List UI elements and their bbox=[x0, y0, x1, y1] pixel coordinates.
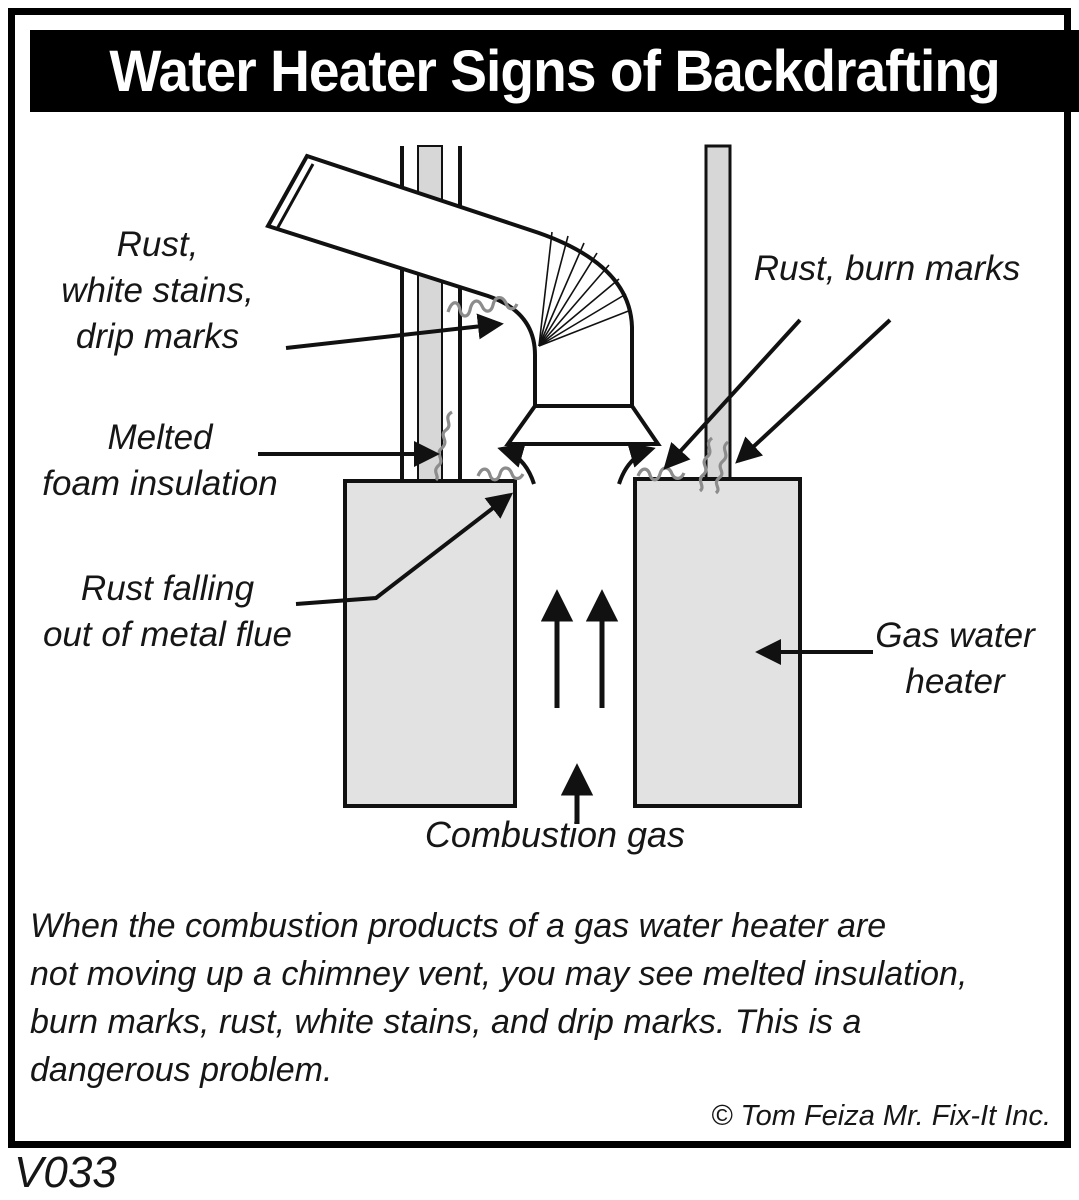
water-pipe-right bbox=[704, 144, 732, 482]
label-rust-stains-line3: drip marks bbox=[75, 317, 240, 356]
draft-hood bbox=[504, 404, 662, 446]
pointer-arrows bbox=[258, 313, 892, 665]
label-rust-burn-line1: Rust, burn marks bbox=[753, 249, 1021, 288]
label-combustion-gas-line1: Combustion gas bbox=[424, 814, 686, 855]
duct-mouth-rim bbox=[275, 163, 315, 230]
rust-squiggle-duct bbox=[446, 296, 519, 318]
label-rust-burn: Rust, burn marks bbox=[722, 246, 1052, 292]
rust-squiggle-chimney bbox=[434, 410, 453, 482]
label-combustion-gas: Combustion gas bbox=[405, 812, 705, 858]
label-melted-foam: Melted foam insulation bbox=[15, 415, 305, 507]
backdraft-arrow-left bbox=[497, 442, 536, 485]
label-rust-stains: Rust, white stains, drip marks bbox=[35, 222, 280, 360]
label-rust-stains-line2: white stains, bbox=[61, 271, 254, 310]
elbow-fan-lines bbox=[538, 231, 632, 347]
caption: When the combustion products of a gas wa… bbox=[30, 902, 1060, 1094]
diagram-canvas bbox=[258, 144, 892, 824]
rust-squiggle-pipe-b bbox=[714, 440, 730, 495]
pointer-rust-burn-b bbox=[735, 318, 892, 464]
water-heater-body-left bbox=[343, 479, 517, 808]
backdraft-arrow-right bbox=[617, 442, 656, 485]
diagram-frame: Water Heater Signs of Backdrafting bbox=[8, 8, 1079, 1148]
backdraft-arrows bbox=[497, 442, 656, 485]
rust-squiggle-tank-top bbox=[476, 466, 525, 482]
label-rust-stains-line1: Rust, bbox=[116, 225, 199, 264]
rust-squiggle-hood-right bbox=[636, 466, 686, 482]
caption-line-1: When the combustion products of a gas wa… bbox=[30, 907, 887, 945]
label-rust-falling-line2: out of metal flue bbox=[42, 615, 293, 654]
vent-connector-duct bbox=[265, 153, 634, 408]
figure-code: V033 bbox=[14, 1148, 117, 1197]
copyright-credit: © Tom Feiza Mr. Fix-It Inc. bbox=[711, 1100, 1051, 1132]
label-gas-heater: Gas water heater bbox=[850, 613, 1060, 705]
page-title: Water Heater Signs of Backdrafting bbox=[109, 38, 1000, 104]
pointer-rust-burn-a bbox=[663, 318, 802, 470]
label-gas-heater-line2: heater bbox=[905, 662, 1005, 701]
label-melted-foam-line1: Melted bbox=[107, 418, 213, 457]
label-rust-falling-line1: Rust falling bbox=[80, 569, 255, 608]
rust-squiggle-pipe-a bbox=[698, 436, 714, 493]
label-melted-foam-line2: foam insulation bbox=[42, 464, 278, 503]
caption-line-3: burn marks, rust, white stains, and drip… bbox=[30, 1003, 862, 1041]
pointer-rust-falling bbox=[295, 492, 514, 606]
label-gas-heater-line1: Gas water bbox=[875, 616, 1035, 655]
title-banner: Water Heater Signs of Backdrafting bbox=[30, 30, 1079, 112]
pointer-rust-stains bbox=[285, 313, 504, 350]
combustion-gas-arrows bbox=[540, 589, 619, 824]
rust-squiggles bbox=[434, 296, 730, 495]
caption-line-2: not moving up a chimney vent, you may se… bbox=[30, 955, 968, 993]
caption-line-4: dangerous problem. bbox=[30, 1051, 333, 1089]
water-heater-body-right bbox=[633, 477, 802, 808]
label-rust-falling: Rust falling out of metal flue bbox=[15, 566, 320, 658]
